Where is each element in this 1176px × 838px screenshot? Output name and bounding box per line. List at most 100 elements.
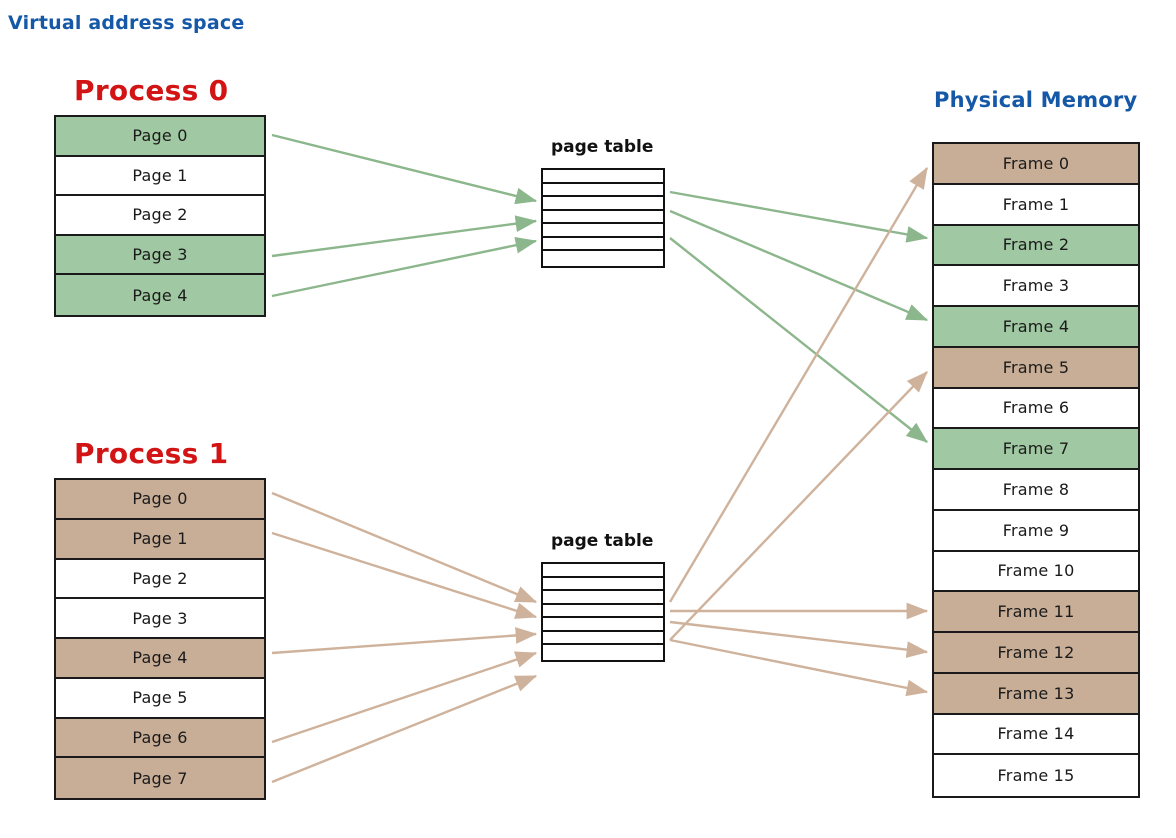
process-0-page-row[interactable]: Page 3: [56, 235, 264, 276]
page-table-0-entry[interactable]: [543, 237, 663, 252]
arrow-p1-page1-to-pagetable: [271, 531, 538, 619]
page-table-0-entry[interactable]: [543, 197, 663, 211]
page-table-1-label: page table: [551, 531, 654, 551]
process-1-page-list: Page 0 Page 1 Page 2 Page 3 Page 4 Page 5 Page…: [54, 478, 266, 800]
process-0-title: Process 0: [74, 74, 229, 107]
process-1-page-label: Page 7: [132, 768, 188, 788]
physical-memory-frame-row[interactable]: Frame 5: [934, 347, 1138, 389]
process-1-page-row[interactable]: Page 5: [56, 678, 264, 719]
physical-memory-frame-label: Frame 10: [997, 561, 1075, 581]
physical-memory-frame-label: Frame 4: [1002, 316, 1070, 336]
arrow-pagetable1-to-frame13: [669, 638, 929, 697]
page-table-1-entry[interactable]: [543, 618, 663, 632]
physical-memory-frame-row[interactable]: Frame 1: [934, 184, 1138, 226]
page-table-1-entry[interactable]: [543, 591, 663, 605]
physical-memory-frame-row[interactable]: Frame 8: [934, 470, 1138, 511]
page-table-0-entry[interactable]: [543, 170, 663, 184]
arrow-p0-page3-to-pagetable: [271, 215, 538, 258]
arrow-pagetable1-to-frame0: [668, 166, 929, 603]
physical-memory-frame-label: Frame 15: [997, 766, 1075, 786]
process-1-page-row[interactable]: Page 6: [56, 718, 264, 759]
page-table-0-entry[interactable]: [543, 224, 663, 238]
process-0-page-label: Page 0: [132, 126, 188, 146]
process-1-page-row[interactable]: Page 3: [56, 599, 264, 639]
physical-memory-frame-row[interactable]: Frame 13: [934, 673, 1138, 715]
arrows-process1-to-pagetable: [271, 491, 538, 784]
page-table-0-label: page table: [551, 137, 654, 157]
arrow-p1-page0-to-pagetable: [271, 491, 538, 604]
process-1-title: Process 1: [74, 437, 229, 470]
physical-memory-frame-label: Frame 9: [1002, 520, 1070, 540]
process-0-page-row[interactable]: Page 1: [56, 156, 264, 197]
page-table-0-entry[interactable]: [543, 210, 663, 225]
physical-memory-frame-row[interactable]: Frame 2: [934, 225, 1138, 267]
physical-memory-frame-row[interactable]: Frame 0: [934, 144, 1138, 185]
arrow-pagetable0-to-frame7: [669, 237, 928, 443]
arrow-p1-page6-to-pagetable: [271, 651, 538, 744]
physical-memory-frame-label: Frame 0: [1002, 153, 1070, 173]
virtual-address-space-title: Virtual address space: [8, 12, 245, 34]
physical-memory-frame-row[interactable]: Frame 6: [934, 388, 1138, 430]
process-1-page-label: Page 2: [132, 568, 188, 588]
page-table-1-entry[interactable]: [543, 645, 663, 659]
process-1-page-row[interactable]: Page 4: [56, 639, 264, 679]
arrow-p0-page4-to-pagetable: [271, 236, 538, 298]
process-0-page-row[interactable]: Page 0: [56, 117, 264, 157]
physical-memory-frame-row[interactable]: Frame 7: [934, 429, 1138, 470]
process-1-page-label: Page 4: [132, 648, 188, 668]
process-0-page-label: Page 2: [132, 205, 188, 225]
page-table-1-entry[interactable]: [543, 577, 663, 592]
arrow-pagetable1-to-frame5: [669, 371, 928, 641]
process-1-page-row[interactable]: Page 7: [56, 758, 264, 798]
physical-memory-frame-row[interactable]: Frame 14: [934, 714, 1138, 756]
arrow-p1-page4-to-pagetable: [271, 627, 538, 655]
arrow-pagetable0-to-frame4: [669, 209, 929, 322]
process-1-page-label: Page 5: [132, 688, 188, 708]
physical-memory-frame-row[interactable]: Frame 11: [934, 592, 1138, 633]
physical-memory-frame-label: Frame 7: [1002, 439, 1070, 459]
arrows-process0-to-pagetable: [271, 133, 538, 298]
process-1-page-row[interactable]: Page 2: [56, 559, 264, 600]
arrows-pagetable1-to-frames: [668, 166, 929, 697]
physical-memory-frame-row[interactable]: Frame 4: [934, 307, 1138, 348]
process-1-page-row[interactable]: Page 0: [56, 480, 264, 520]
process-0-page-label: Page 3: [132, 245, 188, 265]
arrow-pagetable1-to-frame12: [669, 620, 929, 658]
process-0-page-row[interactable]: Page 2: [56, 196, 264, 236]
physical-memory-frame-label: Frame 1: [1002, 194, 1070, 214]
physical-memory-frame-row[interactable]: Frame 12: [934, 633, 1138, 674]
physical-memory-frame-label: Frame 6: [1002, 398, 1070, 418]
process-1-page-label: Page 3: [132, 608, 188, 628]
physical-memory-frame-label: Frame 12: [997, 642, 1075, 662]
physical-memory-frame-list: Frame 0 Frame 1 Frame 2 Frame 3 Frame 4 Frame…: [932, 142, 1140, 798]
process-0-page-list: Page 0 Page 1 Page 2 Page 3 Page 4: [54, 115, 266, 317]
process-1-page-label: Page 6: [132, 727, 188, 747]
arrow-p0-page0-to-pagetable: [271, 133, 538, 205]
page-table-0-entry[interactable]: [543, 251, 663, 265]
page-table-1-entry[interactable]: [543, 564, 663, 578]
physical-memory-frame-row[interactable]: Frame 3: [934, 266, 1138, 307]
physical-memory-frame-label: Frame 11: [997, 602, 1075, 622]
page-table-0-entry[interactable]: [543, 183, 663, 198]
process-1-page-label: Page 1: [132, 529, 188, 549]
process-0-page-row[interactable]: Page 4: [56, 275, 264, 315]
physical-memory-frame-row[interactable]: Frame 9: [934, 510, 1138, 552]
physical-memory-frame-label: Frame 2: [1002, 235, 1070, 255]
physical-memory-frame-row[interactable]: Frame 15: [934, 755, 1138, 796]
page-table-0-box: [541, 168, 665, 268]
page-table-1-box: [541, 562, 665, 662]
physical-memory-frame-row[interactable]: Frame 10: [934, 551, 1138, 593]
process-1-page-row[interactable]: Page 1: [56, 519, 264, 560]
arrow-pagetable0-to-frame2: [669, 190, 929, 243]
page-table-1-entry[interactable]: [543, 631, 663, 646]
physical-memory-frame-label: Frame 14: [997, 724, 1075, 744]
physical-memory-frame-label: Frame 3: [1002, 276, 1070, 296]
page-table-1-entry[interactable]: [543, 604, 663, 619]
arrows-pagetable0-to-frames: [669, 190, 929, 443]
process-0-page-label: Page 1: [132, 165, 188, 185]
process-0-page-label: Page 4: [132, 285, 188, 305]
physical-memory-frame-label: Frame 13: [997, 683, 1075, 703]
arrow-p1-page7-to-pagetable: [271, 674, 538, 784]
physical-memory-frame-label: Frame 5: [1002, 357, 1070, 377]
